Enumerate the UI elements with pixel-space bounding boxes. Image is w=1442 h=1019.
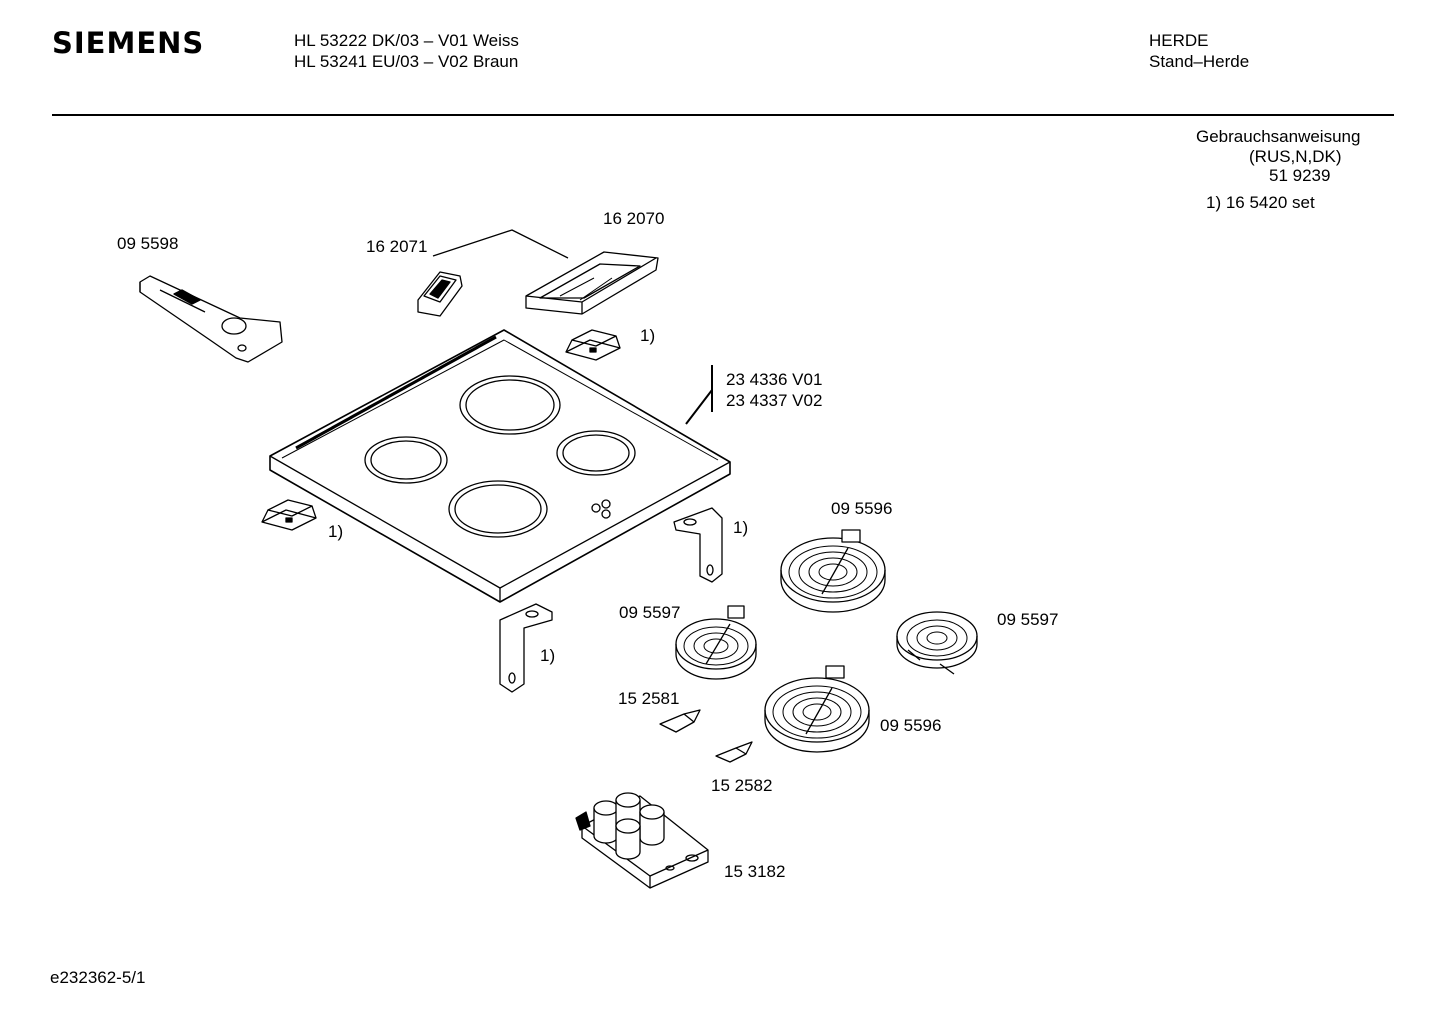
label-cooktop-v02: 23 4337 V02	[726, 391, 822, 410]
label-control-panel: 16 2070	[603, 209, 664, 228]
clip-part-1	[659, 709, 701, 733]
leader-line-panel	[432, 229, 569, 259]
label-radiant-small-right: 09 5597	[997, 610, 1058, 629]
label-clip-2: 15 2582	[711, 776, 772, 795]
control-panel-part	[525, 251, 659, 315]
set-marker-bottom: 1)	[540, 646, 555, 665]
radiant-heater-large-bottom	[764, 665, 870, 753]
radiant-heater-small-left	[675, 605, 757, 680]
label-radiant-small-left: 09 5597	[619, 603, 680, 622]
set-note: 1) 16 5420 set	[1206, 193, 1315, 212]
bracket-right	[673, 507, 723, 583]
radiant-heater-small-right	[896, 611, 978, 675]
mount-clip-left	[261, 499, 317, 531]
set-marker-top: 1)	[640, 326, 655, 345]
set-marker-left: 1)	[328, 522, 343, 541]
label-knob-insert: 16 2071	[366, 237, 427, 256]
footer-code: e232362-5/1	[50, 968, 146, 987]
subcategory-title: Stand–Herde	[1149, 52, 1250, 71]
mount-clip-top	[565, 329, 621, 361]
knob-insert-part	[417, 271, 463, 317]
manual-languages: (RUS,N,DK)	[1249, 147, 1342, 166]
manual-title: Gebrauchsanweisung	[1196, 127, 1361, 146]
label-cooktop-v01: 23 4336 V01	[726, 370, 822, 389]
label-radiant-large-bottom: 09 5596	[880, 716, 941, 735]
radiant-heater-large-top	[780, 529, 886, 613]
label-handle: 09 5598	[117, 234, 178, 253]
header-divider	[52, 114, 1394, 116]
set-marker-right: 1)	[733, 518, 748, 537]
leader-line-cooktop	[685, 365, 713, 425]
category-title: HERDE	[1149, 31, 1209, 50]
manual-number: 51 9239	[1269, 166, 1331, 185]
label-radiant-large-top: 09 5596	[831, 499, 892, 518]
model-line-2: HL 53241 EU/03 – V02 Braun	[294, 52, 519, 71]
ceramic-cooktop	[269, 329, 731, 603]
label-clip-1: 15 2581	[618, 689, 679, 708]
model-line-1: HL 53222 DK/03 – V01 Weiss	[294, 31, 519, 50]
bracket-left	[499, 603, 553, 693]
handle-part	[139, 275, 283, 363]
switch-block-part	[575, 792, 709, 889]
brand-logo: SIEMENS	[52, 26, 205, 60]
label-switch-block: 15 3182	[724, 862, 785, 881]
clip-part-2	[715, 741, 753, 763]
